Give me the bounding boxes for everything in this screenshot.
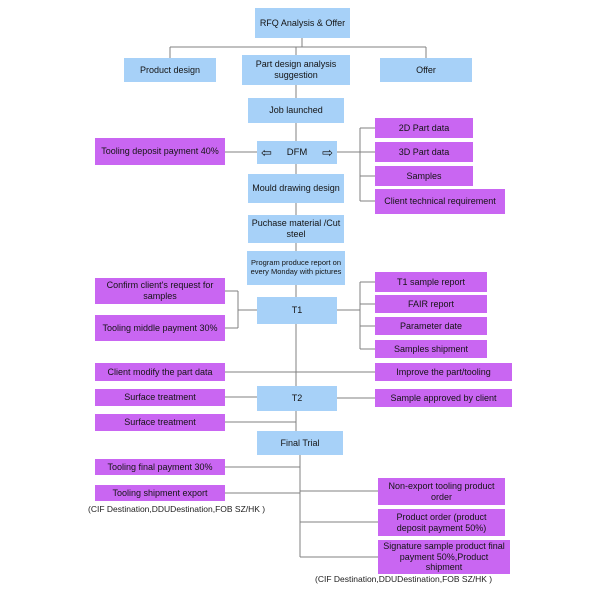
node-dfm: ⇦ DFM ⇨ [257, 141, 337, 164]
node-product-design: Product design [124, 58, 216, 82]
dfm-label: DFM [286, 146, 308, 158]
node-3d-part-data: 3D Part data [375, 142, 473, 162]
node-tooling-final-payment: Tooling final payment 30% [95, 459, 225, 475]
node-client-modify-part-data: Client modify the part data [95, 363, 225, 381]
node-t1-sample-report: T1 sample report [375, 272, 487, 292]
node-signature-sample-shipment: Signature sample product final payment 5… [378, 540, 510, 574]
node-improve-part-tooling: Improve the part/tooling [375, 363, 512, 381]
node-t1: T1 [257, 297, 337, 324]
arrow-right-icon: ⇨ [322, 145, 333, 160]
node-confirm-client-request: Confirm client's request for samples [95, 278, 225, 304]
node-final-trial: Final Trial [257, 431, 343, 455]
node-offer: Offer [380, 58, 472, 82]
node-2d-part-data: 2D Part data [375, 118, 473, 138]
node-program-produce-report: Program produce report on every Monday w… [247, 251, 345, 285]
node-tooling-middle-payment: Tooling middle payment 30% [95, 315, 225, 341]
arrow-left-icon: ⇦ [261, 145, 272, 160]
node-rfq-analysis-offer: RFQ Analysis & Offer [255, 8, 350, 38]
node-samples: Samples [375, 166, 473, 186]
node-surface-treatment-1: Surface treatment [95, 389, 225, 406]
node-parameter-date: Parameter date [375, 317, 487, 335]
node-product-order: Product order (product deposit payment 5… [378, 509, 505, 536]
node-mould-drawing-design: Mould drawing design [248, 174, 344, 203]
node-tooling-deposit-payment: Tooling deposit payment 40% [95, 138, 225, 165]
node-fair-report: FAIR report [375, 295, 487, 313]
node-surface-treatment-2: Surface treatment [95, 414, 225, 431]
node-tooling-shipment-export: Tooling shipment export [95, 485, 225, 501]
node-sample-approved: Sample approved by client [375, 389, 512, 407]
node-part-design-analysis: Part design analysis suggestion [242, 55, 350, 85]
node-client-technical-requirement: Client technical requirement [375, 189, 505, 214]
footnote-right-shipping-terms: (CIF Destination,DDUDestination,FOB SZ/H… [315, 574, 493, 584]
footnote-left-shipping-terms: (CIF Destination,DDUDestination,FOB SZ/H… [88, 504, 266, 514]
node-samples-shipment: Samples shipment [375, 340, 487, 358]
node-non-export-tooling-order: Non-export tooling product order [378, 478, 505, 505]
node-purchase-material-cut-steel: Puchase material /Cut steel [248, 215, 344, 243]
node-t2: T2 [257, 386, 337, 411]
node-job-launched: Job launched [248, 98, 344, 123]
